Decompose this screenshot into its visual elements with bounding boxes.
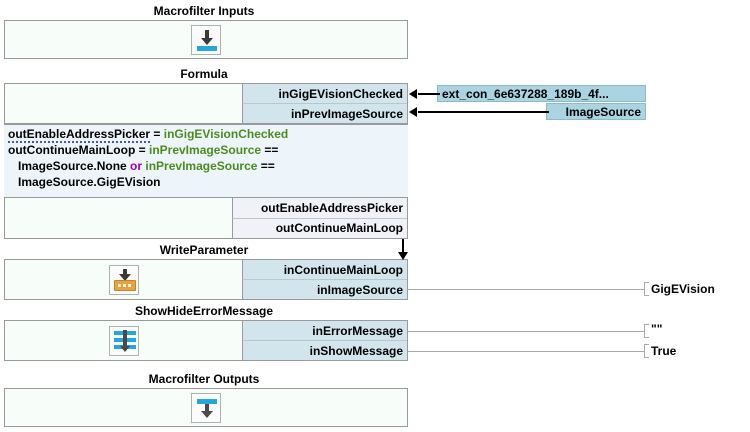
value-bracket xyxy=(644,344,649,358)
block-row: inErrorMessage inShowMessage xyxy=(5,321,407,360)
block-icon-area xyxy=(5,321,242,360)
block-row xyxy=(5,21,407,58)
formula-operator: = xyxy=(135,143,149,157)
port-in-showmessage[interactable]: inShowMessage xyxy=(242,341,407,360)
formula-output-ports: outEnableAddressPicker outContinueMainLo… xyxy=(232,198,407,238)
value-true[interactable]: True xyxy=(651,344,677,358)
port-out-enableaddresspicker[interactable]: outEnableAddressPicker xyxy=(232,198,407,219)
port-in-errormessage[interactable]: inErrorMessage xyxy=(242,321,407,341)
block-row: inContinueMainLoop inImageSource xyxy=(5,260,407,299)
block-row xyxy=(5,389,407,426)
block-title-formula: Formula xyxy=(180,67,228,81)
formula-line: outEnableAddressPicker = inGigEVisionChe… xyxy=(8,126,404,143)
block-macrofilter-inputs[interactable] xyxy=(4,20,408,59)
formula-operator: == xyxy=(257,159,275,173)
write-parameter-icon xyxy=(108,264,139,295)
wire-extcon-to-ingigevisionchecked xyxy=(418,93,440,95)
value-bracket xyxy=(644,324,649,338)
show-hide-icon xyxy=(108,325,139,356)
bar-over-arrow-down-icon xyxy=(191,392,221,423)
port-in-gigevisionchecked[interactable]: inGigEVisionChecked xyxy=(242,84,407,104)
block-macrofilter-outputs[interactable] xyxy=(4,388,408,427)
formula-variable-ref: inPrevImageSource xyxy=(149,143,262,157)
port-out-continuemainloop[interactable]: outContinueMainLoop xyxy=(232,218,407,238)
formula-output-ref: outContinueMainLoop xyxy=(8,143,136,157)
arrow-down-onto-bar-icon xyxy=(191,24,221,55)
value-bracket xyxy=(644,282,649,296)
block-writeparameter[interactable]: inContinueMainLoop inImageSource xyxy=(4,259,408,300)
value-empty-string[interactable]: "" xyxy=(651,322,663,336)
block-title-writeparameter: WriteParameter xyxy=(159,243,249,257)
block-formula-outputs[interactable]: outEnableAddressPicker outContinueMainLo… xyxy=(4,198,408,239)
arrow-head-icon xyxy=(409,107,417,117)
block-icon-area xyxy=(5,260,242,299)
block-formula-inputs[interactable]: inGigEVisionChecked inPrevImageSource xyxy=(4,83,408,124)
port-in-continuemainloop[interactable]: inContinueMainLoop xyxy=(242,260,407,280)
formula-literal: ImageSource.GigEVision xyxy=(18,175,161,189)
wire-inimagesource-to-gigevision xyxy=(408,289,644,290)
formula-line: ImageSource.None or inPrevImageSource == xyxy=(8,158,404,174)
block-icon-area xyxy=(5,389,407,426)
port-in-previmagesource[interactable]: inPrevImageSource xyxy=(242,104,407,123)
formula-keyword: or xyxy=(130,159,143,173)
block-title-macrofilter-inputs: Macrofilter Inputs xyxy=(153,4,255,18)
formula-variable-ref: inPrevImageSource xyxy=(145,159,258,173)
formula-expression-body[interactable]: outEnableAddressPicker = inGigEVisionChe… xyxy=(4,124,408,198)
block-icon-area xyxy=(5,21,407,58)
value-gigevision[interactable]: GigEVision xyxy=(651,282,715,296)
external-connector-chip[interactable]: ext_con_6e637288_189b_4f... xyxy=(437,85,646,102)
writeparameter-input-ports: inContinueMainLoop inImageSource xyxy=(242,260,407,299)
block-row: outEnableAddressPicker outContinueMainLo… xyxy=(5,198,407,238)
formula-literal: ImageSource.None xyxy=(18,159,127,173)
formula-line: ImageSource.GigEVision xyxy=(8,174,404,190)
block-title-showhideerrormessage: ShowHideErrorMessage xyxy=(134,304,274,318)
formula-operator: = xyxy=(150,127,164,141)
wire-outcontinuemainloop-to-incontinuemainloop xyxy=(402,239,404,255)
imagesource-connector-chip[interactable]: ImageSource xyxy=(546,103,646,120)
arrow-head-icon xyxy=(409,89,417,99)
formula-output-ref: outEnableAddressPicker xyxy=(8,127,151,143)
block-title-macrofilter-outputs: Macrofilter Outputs xyxy=(148,372,260,386)
showhide-input-ports: inErrorMessage inShowMessage xyxy=(242,321,407,360)
block-row: inGigEVisionChecked inPrevImageSource xyxy=(5,84,407,123)
wire-inerrormessage-to-emptystring xyxy=(408,331,644,332)
block-spacer xyxy=(5,198,232,238)
port-in-imagesource[interactable]: inImageSource xyxy=(242,280,407,299)
formula-variable-ref: inGigEVisionChecked xyxy=(163,127,289,141)
wire-imagesource-to-inprevimagesource xyxy=(418,111,549,113)
formula-operator: == xyxy=(261,143,279,157)
formula-input-ports: inGigEVisionChecked inPrevImageSource xyxy=(242,84,407,123)
block-icon-area xyxy=(5,84,242,123)
wire-inshowmessage-to-true xyxy=(408,351,644,352)
arrow-head-icon xyxy=(398,252,408,260)
block-showhideerrormessage[interactable]: inErrorMessage inShowMessage xyxy=(4,320,408,361)
formula-line: outContinueMainLoop = inPrevImageSource … xyxy=(8,142,404,158)
